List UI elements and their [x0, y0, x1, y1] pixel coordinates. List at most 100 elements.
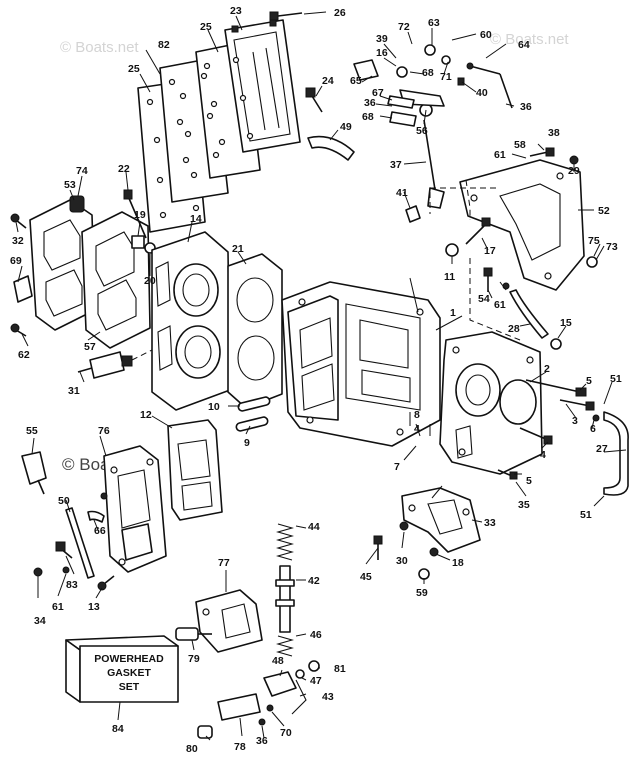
spark-plug: [77, 351, 133, 379]
bypass-cover-gasket: [167, 419, 223, 521]
watermark-top-right: © Boats.net: [490, 31, 569, 48]
callout-79: 79: [188, 653, 200, 665]
callout-65: 65: [350, 75, 362, 87]
callout-6: 6: [590, 423, 596, 435]
callout-36-bottom: 36: [256, 735, 268, 747]
callout-21: 21: [232, 243, 244, 255]
callout-77: 77: [218, 557, 230, 569]
callout-18: 18: [452, 557, 464, 569]
callout-61-upper: 61: [494, 149, 506, 161]
fitting-83: [55, 541, 73, 559]
screw-45: [373, 535, 383, 560]
callout-47: 47: [310, 675, 322, 687]
throttle-cam-bracket: [401, 487, 481, 553]
spring-46: [275, 635, 295, 657]
callout-29: 29: [568, 165, 580, 177]
callout-61-left: 61: [52, 601, 64, 613]
bolt-5-6: [559, 399, 600, 422]
hose-50: [65, 507, 95, 579]
cylinder-head: [151, 231, 231, 411]
exhaust-cover-plate: [137, 19, 301, 233]
bolt-4: [519, 427, 553, 445]
callout-70: 70: [280, 727, 292, 739]
callout-63: 63: [428, 17, 440, 29]
bracket-55: [21, 451, 47, 495]
screw-32: [10, 213, 27, 229]
callout-72: 72: [398, 21, 410, 33]
fitting-75: [586, 256, 598, 268]
spring-44: [275, 523, 295, 561]
clamp-15: [550, 338, 562, 350]
gasket-box-line-3: SET: [119, 681, 140, 693]
callout-32: 32: [12, 235, 24, 247]
callout-19: 19: [134, 209, 146, 221]
callout-15: 15: [560, 317, 572, 329]
callout-36-upper: 36: [364, 97, 376, 109]
callout-2: 2: [544, 363, 550, 375]
callout-42: 42: [308, 575, 320, 587]
callout-27: 27: [596, 443, 608, 455]
cam-78: [217, 693, 261, 721]
callout-68-upper: 68: [422, 67, 434, 79]
washer-81: [308, 660, 320, 672]
callout-11: 11: [444, 271, 455, 283]
small-fittings-left: [62, 492, 108, 574]
callout-14: 14: [190, 213, 202, 225]
callout-24: 24: [322, 75, 334, 87]
spring-43: [291, 679, 307, 715]
plug-11: [445, 243, 459, 257]
callout-22: 22: [118, 163, 130, 175]
callout-33: 33: [484, 517, 496, 529]
cylinder-block: [281, 281, 441, 447]
screw-62: [10, 323, 27, 337]
link-rod-64: [466, 62, 513, 109]
bracket: [459, 159, 585, 291]
bolt-58: [529, 147, 555, 157]
callout-54: 54: [478, 293, 490, 305]
callout-53: 53: [64, 179, 76, 191]
callout-12: 12: [140, 409, 152, 421]
callout-71: 71: [440, 71, 452, 83]
callout-67: 67: [372, 87, 384, 99]
fuel-line-28: [502, 282, 549, 339]
callout-51-lower: 51: [580, 509, 592, 521]
callout-5-upper: 5: [586, 375, 592, 387]
callout-58: 58: [514, 139, 526, 151]
callout-74: 74: [76, 165, 88, 177]
bolt-5-lower: [497, 469, 518, 480]
callout-61-lower: 61: [494, 299, 506, 311]
callout-40: 40: [476, 87, 488, 99]
callout-57: 57: [84, 341, 96, 353]
gasket-box-line-2: GASKET: [107, 667, 151, 679]
callout-75: 75: [588, 235, 600, 247]
callout-48: 48: [272, 655, 284, 667]
shaft-42: [275, 565, 295, 633]
callout-76: 76: [98, 425, 110, 437]
callout-23: 23: [230, 5, 242, 17]
intake-cover: [103, 445, 167, 573]
callout-20: 20: [144, 275, 156, 287]
hose-27: [603, 411, 629, 496]
callout-9: 9: [244, 437, 250, 449]
callout-83: 83: [66, 579, 78, 591]
leader-lines: [15, 11, 627, 741]
nut-29: [569, 155, 579, 165]
callout-38: 38: [548, 127, 560, 139]
bolt-79: [175, 627, 212, 641]
bolt-26: [269, 11, 303, 21]
callout-45: 45: [360, 571, 372, 583]
bracket-77: [195, 589, 263, 653]
callout-31: 31: [68, 385, 80, 397]
callout-3: 3: [572, 415, 578, 427]
small-parts-upper: [353, 44, 465, 127]
callout-8: 8: [414, 409, 420, 421]
callout-4-upper: 4: [414, 423, 420, 435]
callout-59: 59: [416, 587, 428, 599]
transfer-port-cover: [13, 195, 151, 349]
callout-51-upper: 51: [610, 373, 622, 385]
callout-52: 52: [598, 205, 610, 217]
callout-81: 81: [334, 663, 346, 675]
bolt-17: [465, 217, 491, 245]
callout-73: 73: [606, 241, 618, 253]
